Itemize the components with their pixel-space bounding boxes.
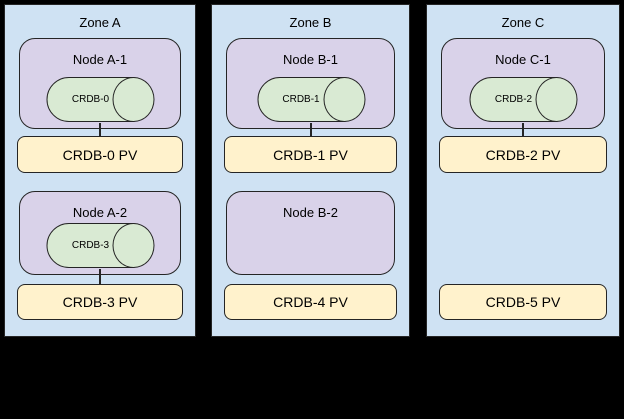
pod-label: CRDB-1: [282, 94, 320, 105]
node-label: Node B-1: [283, 52, 338, 67]
node-box: Node B-2: [226, 191, 395, 275]
node-box: Node A-2 CRDB-3: [19, 191, 181, 275]
pv-box: CRDB-4 PV: [224, 284, 397, 320]
pod-cylinder: CRDB-2: [469, 77, 578, 122]
cylinder-cap-ellipse: [535, 77, 578, 122]
pod-label: CRDB-0: [71, 94, 110, 105]
cylinder-cap-ellipse: [112, 223, 155, 268]
pv-label: CRDB-1 PV: [273, 146, 348, 163]
node-label: Node A-2: [72, 205, 128, 220]
pv-label: CRDB-0 PV: [62, 146, 138, 163]
pod-label: CRDB-3: [71, 240, 110, 251]
pv-box: CRDB-3 PV: [17, 284, 183, 320]
connector-line: [522, 123, 524, 136]
pv-box: CRDB-0 PV: [17, 136, 183, 173]
pv-label: CRDB-3 PV: [62, 294, 138, 310]
pv-box: CRDB-5 PV: [439, 284, 607, 320]
cylinder-cap-ellipse: [323, 77, 365, 122]
cylinder-cap-ellipse: [112, 77, 155, 122]
zone-label: Zone B: [289, 15, 332, 30]
zone-c-container: Zone C Node C-1 CRDB-2 CRDB-2 PV CRDB-5 …: [426, 4, 620, 337]
node-label: Node A-1: [72, 52, 128, 67]
pod-cylinder: CRDB-1: [257, 77, 365, 122]
pv-label: CRDB-2 PV: [485, 146, 561, 163]
pv-box: CRDB-2 PV: [439, 136, 607, 173]
zone-label: Zone A: [79, 15, 121, 30]
pv-label: CRDB-4 PV: [273, 294, 348, 310]
connector-line: [309, 123, 312, 136]
pod-label: CRDB-2: [494, 94, 533, 105]
zone-a-container: Zone A Node A-1 CRDB-0 CRDB-0 PV Node A-…: [4, 4, 196, 337]
node-box: Node C-1 CRDB-2: [441, 38, 605, 129]
node-label: Node C-1: [495, 52, 551, 67]
zone-b-container: Zone B Node B-1 CRDB-1 CRDB-1 PV Node B-…: [211, 4, 410, 337]
zone-label: Zone C: [501, 15, 545, 30]
node-label: Node B-2: [283, 205, 338, 220]
pv-label: CRDB-5 PV: [485, 294, 561, 310]
node-box: Node A-1 CRDB-0: [19, 38, 181, 129]
pv-box: CRDB-1 PV: [224, 136, 397, 173]
pod-cylinder: CRDB-0: [46, 77, 155, 122]
node-box: Node B-1 CRDB-1: [226, 38, 395, 129]
connector-line: [99, 123, 101, 136]
pod-cylinder: CRDB-3: [46, 223, 155, 268]
connector-line: [99, 269, 101, 284]
